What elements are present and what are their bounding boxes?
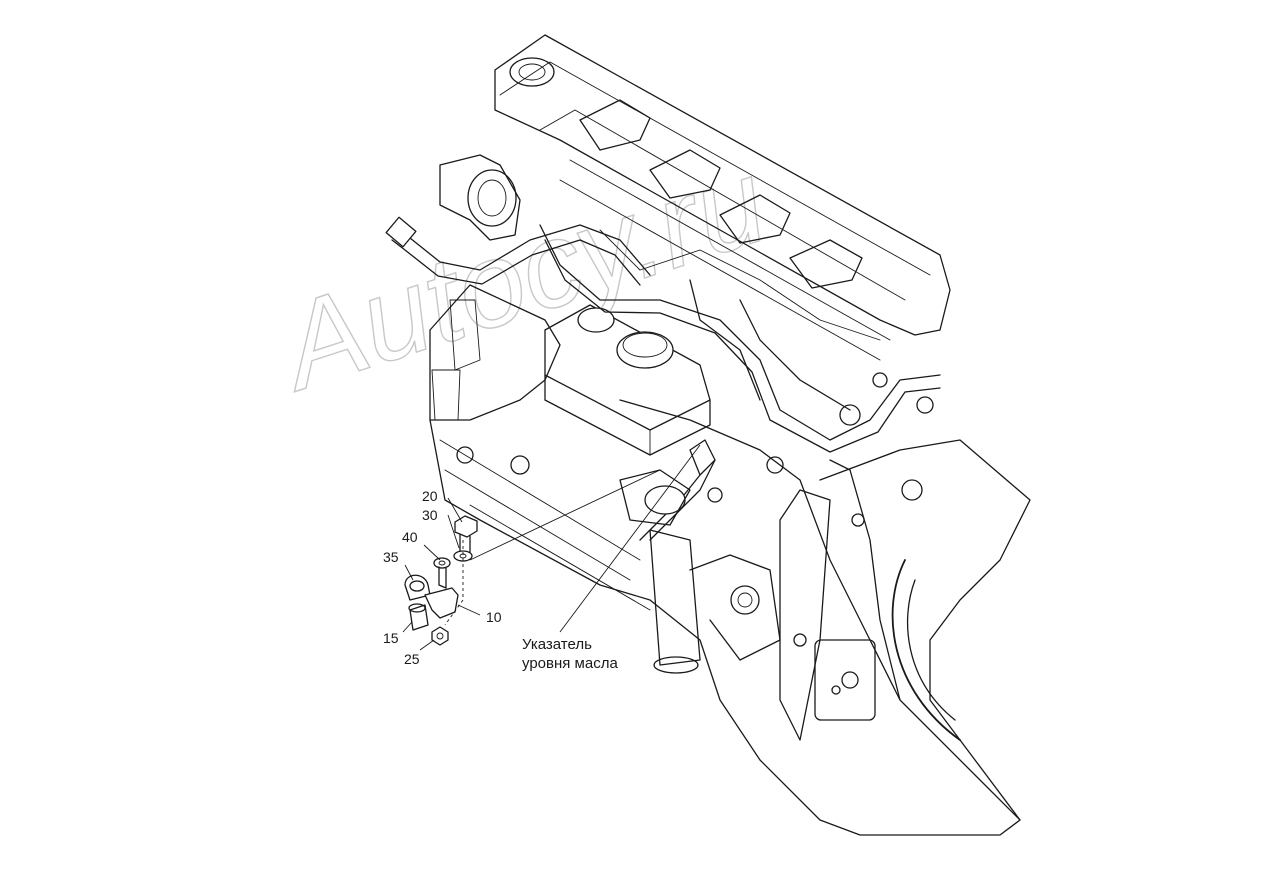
callout-15: 15 [383, 630, 399, 646]
bolt-20-icon [454, 515, 478, 556]
clamp-assembly-parts [404, 515, 478, 646]
callout-35: 35 [383, 549, 399, 565]
engine-block-drawing [385, 34, 1031, 836]
bracket-10-icon [424, 587, 459, 619]
leader-lines [402, 444, 701, 651]
callout-30: 30 [422, 507, 438, 523]
callout-40: 40 [402, 529, 418, 545]
nut-25-icon [431, 626, 449, 646]
note-line-2: уровня масла [522, 655, 618, 672]
callout-25: 25 [404, 651, 420, 667]
sleeve-15-icon [408, 603, 429, 631]
callout-10: 10 [486, 609, 502, 625]
note-line-1: Указатель [522, 636, 592, 653]
washer-40-icon [433, 557, 451, 589]
callout-20: 20 [422, 488, 438, 504]
